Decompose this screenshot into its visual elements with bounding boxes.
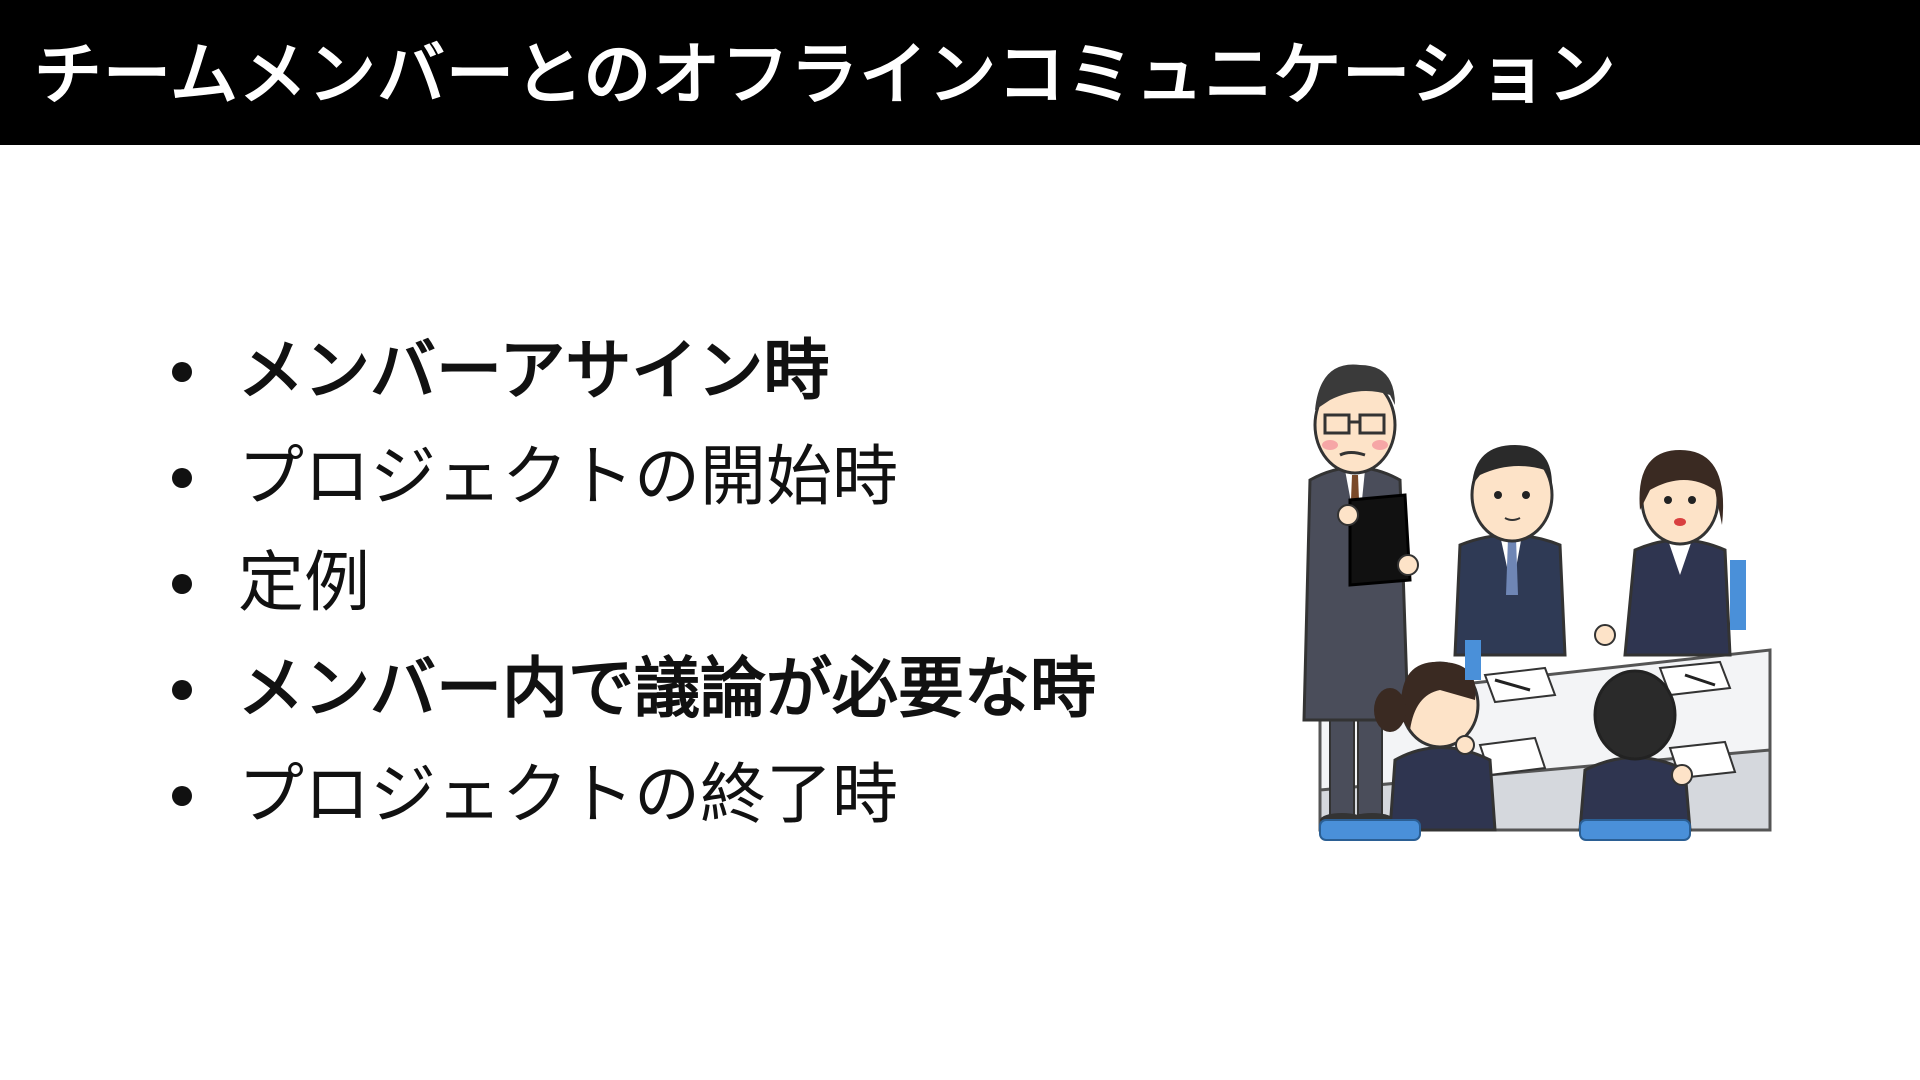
title-bar: チームメンバーとのオフラインコミュニケーション bbox=[0, 0, 1920, 145]
bullet-dot-icon bbox=[172, 362, 192, 382]
bullet-dot-icon bbox=[172, 786, 192, 806]
bullet-text: メンバー内で議論が必要な時 bbox=[238, 650, 1096, 727]
bullet-text: プロジェクトの終了時 bbox=[238, 756, 898, 833]
slide-title: チームメンバーとのオフラインコミュニケーション bbox=[34, 36, 1617, 115]
bullet-dot-icon bbox=[172, 680, 192, 700]
business-meeting-illustration-icon bbox=[1302, 364, 1772, 841]
bullet-dot-icon bbox=[172, 574, 192, 594]
bullet-text: プロジェクトの開始時 bbox=[238, 438, 898, 515]
bullet-dot-icon bbox=[172, 468, 192, 488]
bullet-text: メンバーアサイン時 bbox=[238, 332, 830, 409]
bullet-text: 定例 bbox=[238, 544, 370, 621]
